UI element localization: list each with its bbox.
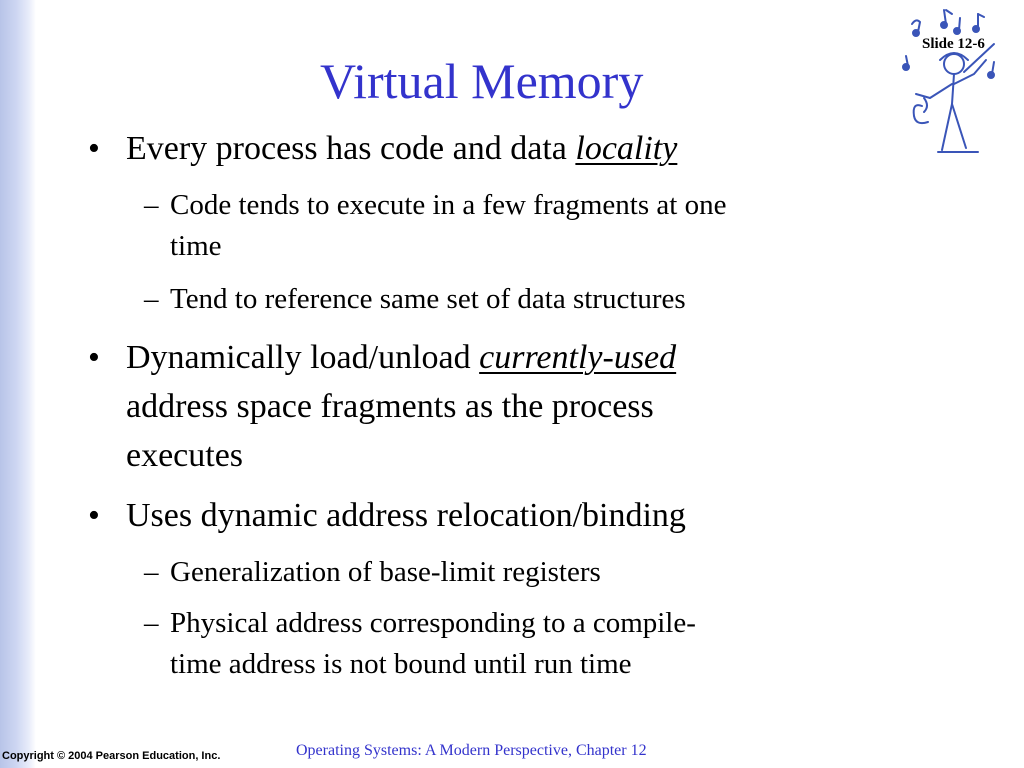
sub-bullet-3-2-line-2: time address is not bound until run time [170,648,632,680]
sub-bullet-1-2-line-1: Tend to reference same set of data struc… [170,283,686,315]
bullet-2-line-2: address space fragments as the process [126,388,654,425]
footer-copyright: Copyright © 2004 Pearson Education, Inc. [2,750,221,762]
sub-bullet-1-1-line-2: time [170,230,222,262]
sub-bullet-3-1-line-1: Generalization of base-limit registers [170,556,601,588]
bullet-2-text: Dynamically load/unload currently-used [126,341,676,375]
bullet-marker: • [88,130,100,167]
bullet-2-line-3: executes [126,437,244,474]
slide-title: Virtual Memory [320,53,644,109]
sub-bullet-3-2-line-1: Physical address corresponding to a comp… [170,607,696,639]
sub-bullet-marker: – [144,607,159,639]
slide-number: Slide 12-6 [922,36,985,52]
footer-book-title: Operating Systems: A Modern Perspective,… [296,742,647,759]
bullet-2-text-before: Dynamically load/unload [126,339,480,376]
bullet-marker: • [88,497,100,534]
sub-bullet-marker: – [144,189,159,221]
sub-bullet-1-1-line-1: Code tends to execute in a few fragments… [170,189,727,221]
bullet-2-emphasis: currently-used [479,339,677,376]
bullet-marker: • [88,339,100,376]
bullet-1-text-before: Every process has code and data [126,130,576,167]
sub-bullet-marker: – [144,283,159,315]
left-gradient-bar [0,0,36,768]
sub-bullet-marker: – [144,556,159,588]
bullet-1-text: Every process has code and data locality [126,132,677,166]
bullet-3-text: Uses dynamic address relocation/binding [126,497,686,534]
musician-clipart-icon [902,9,995,153]
bullet-1-emphasis: locality [575,130,678,167]
